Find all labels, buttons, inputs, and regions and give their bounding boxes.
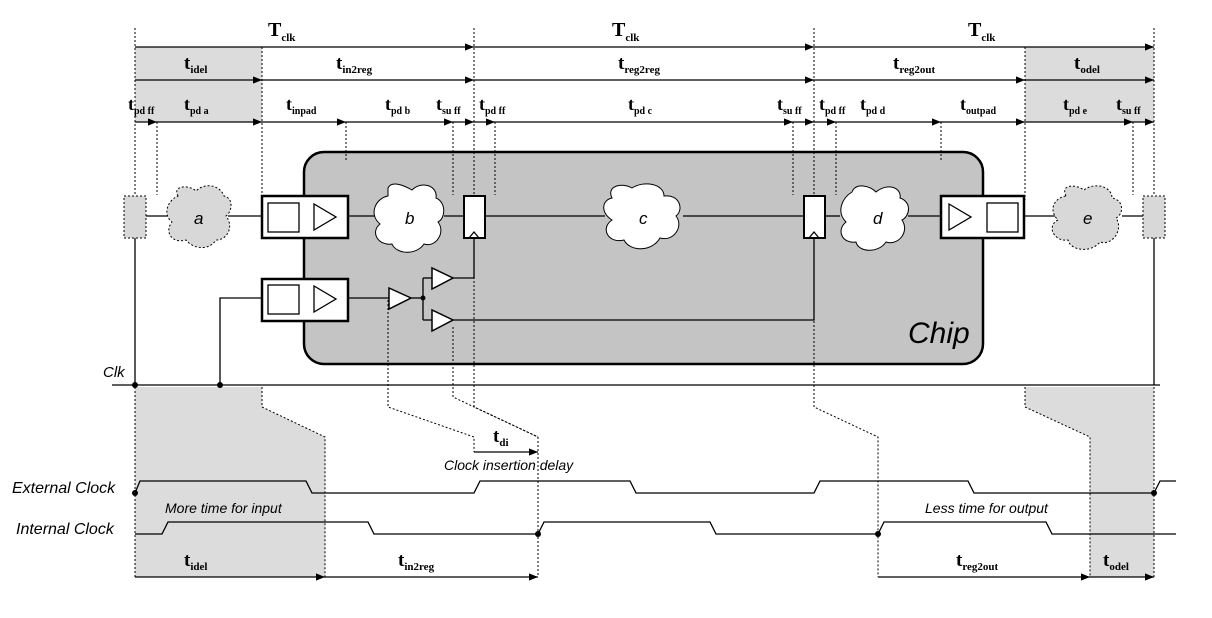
external-clock-edge-1: [132, 490, 138, 496]
external-clock-label: External Clock: [12, 480, 116, 497]
treg2out-bottom-label: treg2out: [956, 550, 999, 573]
logic-cloud-e: [1051, 185, 1122, 250]
shade-idel-bottom: [135, 387, 325, 577]
block-e-label: e: [1083, 209, 1092, 228]
block-d-label: d: [873, 209, 883, 228]
tinpad-label: tinpad: [286, 94, 317, 117]
treg2out-top-label: treg2out: [893, 53, 936, 76]
output-pad: [939, 194, 1026, 240]
todel-bottom-label: todel: [1103, 550, 1129, 573]
toutpad-label: toutpad: [960, 94, 996, 117]
top-labels: Tclk Tclk Tclk tidel tin2reg treg2reg tr…: [128, 19, 1141, 117]
clk-junction-2: [217, 382, 223, 388]
clock-buffer-lower: [431, 308, 455, 333]
input-pad: [260, 194, 350, 240]
tidel-bottom-label: tidel: [184, 550, 207, 573]
logic-cloud-a: [166, 185, 232, 248]
clock-buffer-upper: [431, 266, 455, 291]
logic-cloud-d: [840, 185, 909, 251]
internal-clock-waveform: [135, 521, 1176, 535]
tpde-label: tpd e: [1063, 94, 1088, 117]
chip-label: Chip: [908, 317, 970, 350]
logic-cloud-b: [373, 183, 445, 253]
external-ff-left: [123, 195, 147, 239]
external-ff-right: [1142, 195, 1166, 239]
tclk-label-2: Tclk: [612, 19, 640, 44]
tpdff-label-3: tpd ff: [819, 94, 846, 117]
shade-idel-top: [135, 47, 262, 122]
treg2reg-top-label: treg2reg: [618, 53, 660, 76]
guide-lines: [134, 28, 1155, 577]
internal-clock-edge-2: [875, 531, 881, 537]
internal-clock-label: Internal Clock: [16, 521, 115, 538]
tpdb-label: tpd b: [385, 94, 411, 117]
tpdc-label: tpd c: [628, 94, 653, 117]
todel-top-label: todel: [1074, 53, 1100, 76]
shade-odel-bottom: [1025, 387, 1154, 577]
tsuff-label-3: tsu ff: [1116, 94, 1141, 117]
tidel-top-label: tidel: [184, 53, 207, 76]
less-time-output-label: Less time for output: [925, 500, 1049, 516]
tsuff-label-1: tsu ff: [436, 94, 461, 117]
shade-odel-top: [1025, 47, 1154, 122]
block-a-label: a: [194, 209, 203, 228]
tdi-label: tdi: [493, 426, 509, 449]
clk-label: Clk: [103, 364, 126, 381]
tclk-label-1: Tclk: [268, 19, 296, 44]
clock-insertion-delay-label: Clock insertion delay: [444, 457, 574, 473]
clk-junction-1: [132, 382, 138, 388]
tpdff-label-1: tpd ff: [128, 94, 155, 117]
clock-buffer-main: [388, 286, 413, 311]
top-arrows: [135, 43, 1154, 126]
logic-cloud-c: [603, 183, 681, 250]
clock-pad: [260, 277, 350, 323]
tpdd-label: tpd d: [860, 94, 886, 117]
internal-ff-2: [803, 195, 826, 239]
external-clock-edge-2: [1151, 490, 1157, 496]
signal-wires: [112, 215, 1160, 386]
block-c-label: c: [639, 209, 648, 228]
shaded-regions: [135, 47, 1154, 577]
tpda-label: tpd a: [184, 94, 209, 117]
tpdff-label-2: tpd ff: [479, 94, 506, 117]
internal-clock-edge-1: [535, 531, 541, 537]
tin2reg-top-label: tin2reg: [336, 53, 373, 76]
block-b-label: b: [405, 209, 414, 228]
clk-tree-junction: [420, 295, 426, 301]
tin2reg-bottom-label: tin2reg: [398, 550, 435, 573]
tsuff-label-2: tsu ff: [777, 94, 802, 117]
external-clock-waveform: [134, 480, 1176, 494]
more-time-input-label: More time for input: [165, 500, 283, 516]
tclk-label-3: Tclk: [968, 19, 996, 44]
internal-ff-1: [463, 195, 486, 239]
